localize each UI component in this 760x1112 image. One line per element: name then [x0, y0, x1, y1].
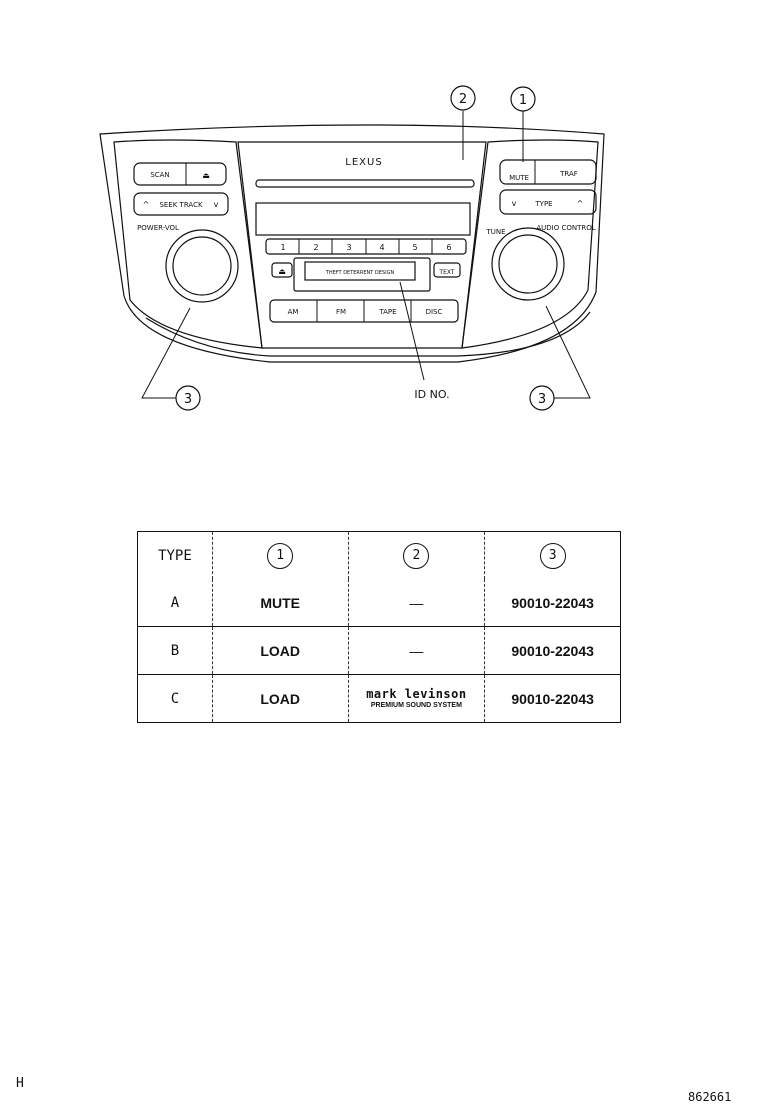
row-b-col2: —: [348, 626, 486, 675]
table-row: C LOAD mark levinson PREMIUM SOUND SYSTE…: [137, 674, 621, 723]
brand-logo: LEXUS: [345, 157, 382, 168]
cassette-label: [304, 261, 416, 281]
type-button: [499, 189, 597, 215]
parts-table: TYPE 1 2 3 A MUTE — 90010-22043 B LOAD —…: [137, 531, 621, 723]
type-label: TYPE: [534, 200, 552, 208]
tune-knob-outer: [491, 227, 565, 301]
header-type: TYPE: [137, 531, 213, 579]
traf-label: TRAF: [559, 170, 578, 178]
header-col1-circle: 1: [267, 542, 294, 569]
type-down-icon: v: [512, 199, 517, 208]
power-vol-label: POWER-VOL: [137, 224, 179, 232]
preset-5: 5: [412, 243, 417, 252]
disc-slot: [255, 179, 475, 188]
radio-diagram: LEXUS SCAN ⏏ ^ SEEK TRACK v POWER-VOL MU…: [99, 85, 605, 411]
mode-disc: DISC: [426, 308, 443, 316]
leader-id: [399, 281, 425, 381]
text-button: [433, 262, 461, 278]
mute-label: MUTE: [509, 174, 529, 182]
table-row: B LOAD — 90010-22043: [137, 626, 621, 675]
row-b-type: B: [137, 626, 213, 675]
eject-icon: ⏏: [202, 171, 210, 180]
type-up-icon: ^: [577, 199, 584, 208]
power-vol-knob-inner: [172, 236, 232, 296]
mode-tape: TAPE: [378, 308, 396, 316]
seek-up-icon: ^: [143, 200, 150, 209]
row-b-col3: 90010-22043: [484, 626, 621, 675]
row-c-col2: mark levinson PREMIUM SOUND SYSTEM: [348, 674, 486, 723]
row-c-type: C: [137, 674, 213, 723]
text-button-label: TEXT: [438, 269, 454, 276]
corner-code-left: H: [16, 1076, 24, 1091]
callout-1-number: 1: [519, 93, 527, 108]
outer-bezel: [99, 124, 605, 363]
tune-label: TUNE: [485, 228, 505, 236]
right-panel: [461, 139, 599, 349]
header-col3: 3: [485, 532, 621, 580]
header-col2: 2: [348, 531, 486, 579]
mode-am: AM: [288, 308, 299, 316]
header-col2-circle: 2: [403, 542, 430, 569]
scan-label: SCAN: [150, 171, 169, 179]
callout-3-right-number: 3: [538, 392, 546, 407]
table-header-row: TYPE 1 2 3: [137, 531, 621, 580]
mode-fm: FM: [336, 308, 346, 316]
tape-eject-button: [271, 262, 293, 278]
id-no-label: ID NO.: [414, 388, 449, 401]
mark-levinson-logo: mark levinson PREMIUM SOUND SYSTEM: [366, 688, 466, 709]
bezel-bottom-line: [145, 311, 591, 357]
preset-6: 6: [446, 243, 451, 252]
scan-button: [133, 162, 227, 186]
mute-traf-button: [499, 159, 597, 185]
tape-eject-icon: ⏏: [278, 267, 286, 276]
callout-2-number: 2: [459, 92, 467, 107]
callout-3-left-number: 3: [184, 392, 192, 407]
seek-down-icon: v: [214, 200, 219, 209]
figure-number: 862661: [688, 1090, 732, 1104]
callout-3-right-circle: [529, 385, 555, 411]
callout-3-left-circle: [175, 385, 201, 411]
header-col3-circle: 3: [539, 542, 566, 569]
row-c-col3: 90010-22043: [511, 690, 594, 707]
preset-3: 3: [346, 243, 351, 252]
row-b-col1: LOAD: [212, 626, 349, 675]
row-c-col1: LOAD: [212, 674, 349, 723]
row-a-col3: 90010-22043: [484, 579, 621, 627]
mark-levinson-wordmark: mark levinson: [366, 686, 467, 701]
seek-track-label: SEEK TRACK: [159, 201, 203, 209]
header-col1: 1: [212, 531, 349, 579]
row-a-col2: —: [348, 579, 486, 627]
tune-knob-inner: [498, 234, 558, 294]
cassette-label-text: THEFT DETERRENT DESIGN: [325, 270, 395, 276]
preset-4: 4: [379, 243, 384, 252]
power-vol-knob-outer: [165, 229, 239, 303]
preset-2: 2: [313, 243, 318, 252]
preset-1: 1: [280, 243, 285, 252]
callout-2-circle: [450, 85, 476, 111]
cassette-area: [293, 257, 431, 292]
seek-track-button: [133, 192, 229, 216]
leader-3-left: [141, 307, 191, 399]
audio-control-label: AUDIO CONTROL: [536, 224, 595, 232]
row-a-type: A: [137, 579, 213, 627]
premium-sound-system-label: PREMIUM SOUND SYSTEM: [370, 701, 462, 709]
display-window: [255, 202, 471, 236]
leader-3-right: [545, 305, 591, 399]
center-panel: [237, 141, 487, 349]
table-row: A MUTE — 90010-22043: [137, 579, 621, 627]
callout-1-circle: [510, 86, 536, 112]
row-a-col1: MUTE: [212, 579, 349, 627]
